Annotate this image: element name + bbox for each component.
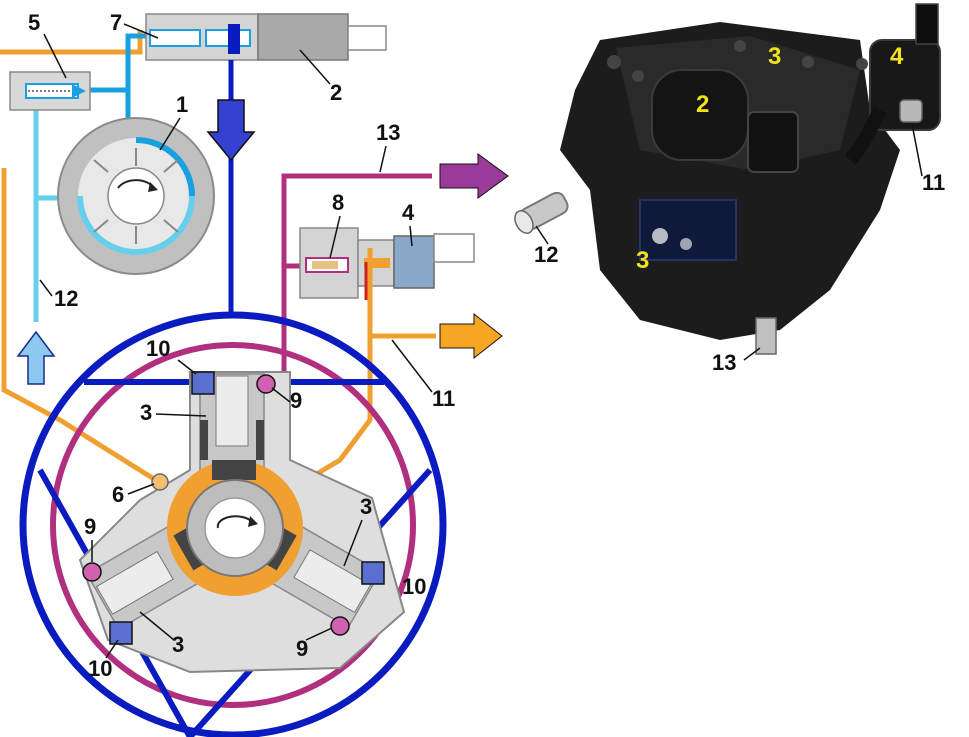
valve-10: [109, 371, 385, 645]
label-4: 4: [402, 200, 415, 225]
return-line-11: [298, 248, 436, 487]
right-arrow-icon: [439, 312, 503, 360]
photo-label-13: 13: [712, 350, 736, 375]
up-arrow-icon: [16, 330, 56, 385]
valve-8-4: [299, 227, 475, 299]
label-10-top: 10: [146, 336, 170, 361]
label-7: 7: [110, 10, 122, 35]
rotation-arrow-icon: [216, 515, 253, 529]
label-3-top: 3: [140, 400, 152, 425]
valve-9: [82, 374, 350, 636]
label-11: 11: [432, 386, 455, 411]
photo-label-12: 12: [534, 242, 558, 267]
label-3-bottom: 3: [172, 632, 184, 657]
photo-label-11: 11: [922, 170, 945, 195]
label-8: 8: [332, 190, 344, 215]
label-5: 5: [28, 10, 40, 35]
label-13: 13: [376, 120, 400, 145]
feed-pump-1: [57, 117, 215, 275]
label-3-right: 3: [360, 494, 372, 519]
label-9-bottom: 9: [296, 636, 308, 661]
valve-5: [9, 71, 91, 111]
high-pressure-ring: [19, 311, 447, 737]
label-9-top: 9: [290, 388, 302, 413]
label-9-left: 9: [84, 514, 96, 539]
label-10-bottom: 10: [88, 656, 112, 681]
photo-label-2: 2: [696, 91, 709, 118]
right-arrow-icon: [439, 153, 509, 199]
photo-labels: 3 4 2 3 11 12 13: [534, 43, 945, 375]
pump-photo: [514, 3, 941, 355]
photo-label-3-bottom: 3: [636, 247, 649, 274]
label-1: 1: [176, 92, 188, 117]
metering-unit: [145, 13, 387, 61]
label-10-right: 10: [402, 574, 426, 599]
schematic-labels: 5 7 2 1 12 13 8 4 11 10 9 3 6 3 9 10 3 9…: [28, 10, 455, 681]
label-2: 2: [330, 80, 342, 105]
rail-ring: [50, 342, 416, 708]
label-12: 12: [54, 286, 78, 311]
down-arrow-icon: [206, 99, 256, 162]
photo-label-4: 4: [890, 43, 904, 70]
valve-6: [151, 473, 169, 491]
photo-label-3-top: 3: [768, 43, 781, 70]
label-6: 6: [112, 482, 124, 507]
return-line-left: [1, 168, 164, 487]
